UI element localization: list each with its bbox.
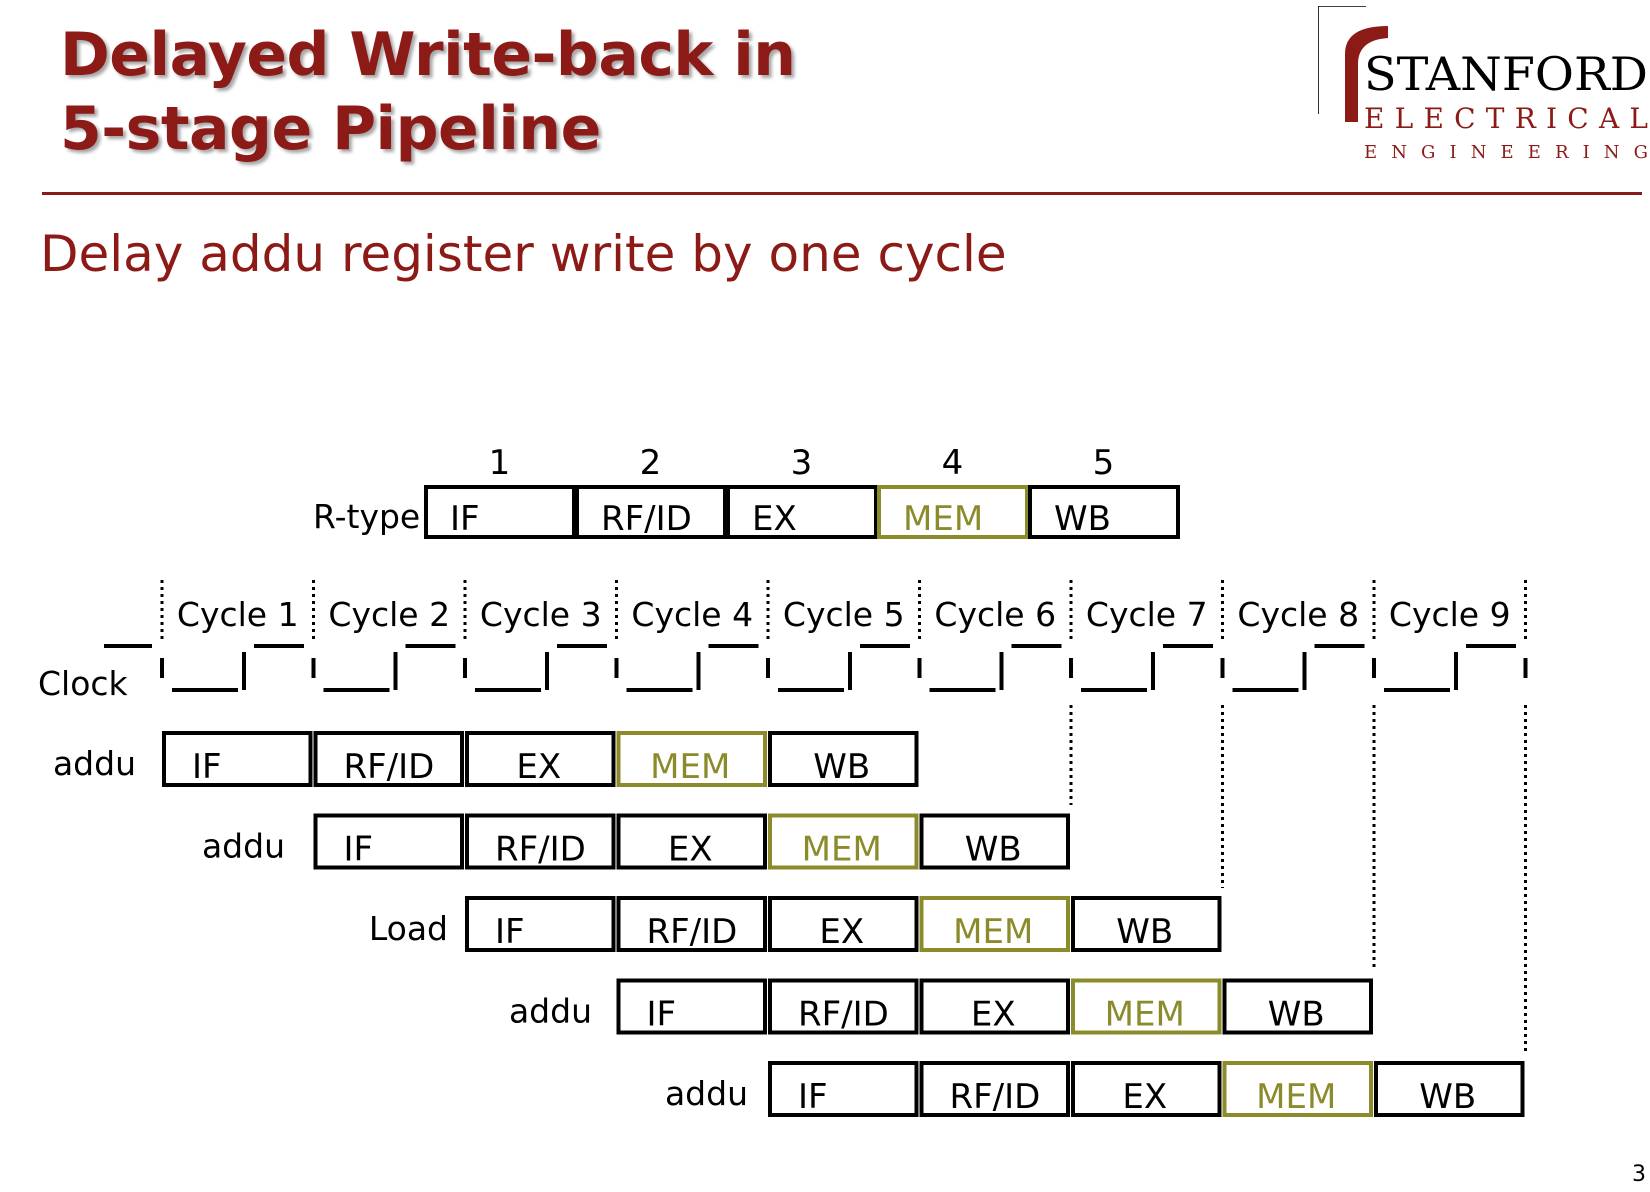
instruction-label: addu <box>53 744 136 783</box>
pipeline-stage-label: RF/ID <box>647 912 738 952</box>
pipeline-stage-label: WB <box>965 830 1022 870</box>
pipeline-stage-box <box>1071 1061 1222 1117</box>
pipeline-stage-label: EX <box>971 995 1016 1035</box>
pipeline-stage-label: EX <box>1122 1077 1167 1117</box>
rtype-stage-number: 4 <box>942 443 964 483</box>
pipeline-stage-label: WB <box>1419 1077 1476 1117</box>
rtype-stage-label: IF <box>450 499 480 539</box>
pipeline-stage-box <box>1071 896 1222 952</box>
instruction-label: addu <box>509 992 592 1031</box>
logo-line-1: STANFORD <box>1364 47 1648 101</box>
pipeline-stage-box <box>768 896 919 952</box>
pipeline-stage-label: MEM <box>802 830 882 870</box>
rtype-stage-box <box>726 485 878 539</box>
cycle-label: Cycle 9 <box>1389 595 1511 634</box>
pipeline-stage-label: RF/ID <box>495 830 586 870</box>
pipeline-stage-label: MEM <box>1105 995 1185 1035</box>
rtype-stage-box <box>575 485 727 539</box>
rtype-stage-box <box>1028 485 1180 539</box>
pipeline-stage-label: MEM <box>953 912 1033 952</box>
rtype-stage-box <box>424 485 576 539</box>
slide-subtitle: Delay addu register write by one cycle <box>40 225 1007 283</box>
pipeline-stage-box <box>162 731 313 787</box>
pipeline-stage-label: MEM <box>1256 1077 1336 1117</box>
pipeline-stage-box <box>1222 1061 1373 1117</box>
stanford-ee-logo: STANFORD ELECTRICAL ENGINEERING <box>1318 6 1648 163</box>
title-divider <box>42 192 1642 195</box>
pipeline-stage-label: RF/ID <box>798 995 889 1035</box>
pipeline-stage-box <box>616 813 767 870</box>
rtype-stage-number: 1 <box>489 443 511 483</box>
pipeline-stage-label: WB <box>1116 912 1173 952</box>
pipeline-stage-label: IF <box>192 747 222 787</box>
pipeline-stage-box <box>768 813 919 870</box>
slide-title: Delayed Write-back in 5-stage Pipeline <box>60 18 796 166</box>
cycle-label: Cycle 1 <box>177 595 299 634</box>
rtype-stage-label: WB <box>1054 499 1111 539</box>
rtype-stage-number: 2 <box>640 443 662 483</box>
title-line-2: 5-stage Pipeline <box>60 94 601 164</box>
cycle-label: Cycle 8 <box>1237 595 1359 634</box>
pipeline-stage-box <box>313 731 464 787</box>
rtype-label: R-type <box>313 497 420 536</box>
pipeline-stage-label: IF <box>495 912 525 952</box>
pipeline-stage-box <box>919 896 1070 952</box>
cycle-label: Cycle 3 <box>480 595 602 634</box>
pipeline-stage-label: WB <box>1268 995 1325 1035</box>
rtype-stage-label: RF/ID <box>601 499 692 539</box>
pipeline-stage-box <box>1071 978 1222 1035</box>
pipeline-stage-box <box>616 731 767 787</box>
pipeline-stage-label: IF <box>647 995 677 1035</box>
rtype-stage-number: 5 <box>1093 443 1115 483</box>
title-line-1: Delayed Write-back in <box>60 20 796 90</box>
pipeline-stage-label: EX <box>668 830 713 870</box>
rtype-stage-box <box>877 485 1029 539</box>
pipeline-stage-label: IF <box>344 830 374 870</box>
cycle-label: Cycle 7 <box>1086 595 1208 634</box>
pipeline-stage-label: EX <box>516 747 561 787</box>
rtype-stage-label: MEM <box>903 499 983 539</box>
instruction-label: Load <box>369 909 448 948</box>
pipeline-stage-box <box>768 978 919 1035</box>
clock-waveform <box>104 644 1528 692</box>
cycle-label: Cycle 5 <box>783 595 905 634</box>
pipeline-stage-box <box>768 731 919 787</box>
cycle-label: Cycle 4 <box>631 595 753 634</box>
pipeline-stage-box <box>313 813 464 870</box>
instruction-label: addu <box>202 827 285 866</box>
rtype-stage-number: 3 <box>791 443 813 483</box>
pipeline-stage-label: RF/ID <box>950 1077 1041 1117</box>
clock-label: Clock <box>38 664 129 703</box>
pipeline-stage-box <box>1222 978 1373 1035</box>
pipeline-stage-label: EX <box>819 912 864 952</box>
page-number: 3 <box>1632 1162 1646 1187</box>
pipeline-stage-box <box>1374 1061 1525 1117</box>
pipeline-stage-box <box>465 813 616 870</box>
pipeline-stage-box <box>919 813 1070 870</box>
pipeline-stage-label: RF/ID <box>344 747 435 787</box>
cycle-label: Cycle 2 <box>328 595 450 634</box>
pipeline-stage-box <box>768 1061 919 1117</box>
instruction-label: addu <box>665 1074 748 1113</box>
pipeline-stage-box <box>616 896 767 952</box>
pipeline-stage-box <box>465 731 616 787</box>
pipeline-stage-label: IF <box>798 1077 828 1117</box>
rtype-stage-label: EX <box>752 499 797 539</box>
pipeline-stage-label: MEM <box>650 747 730 787</box>
pipeline-stage-box <box>919 978 1070 1035</box>
pipeline-stage-box <box>616 978 767 1035</box>
pipeline-stage-box <box>465 896 616 952</box>
cycle-label: Cycle 6 <box>934 595 1056 634</box>
pipeline-stage-box <box>919 1061 1070 1117</box>
pipeline-stage-label: WB <box>813 747 870 787</box>
